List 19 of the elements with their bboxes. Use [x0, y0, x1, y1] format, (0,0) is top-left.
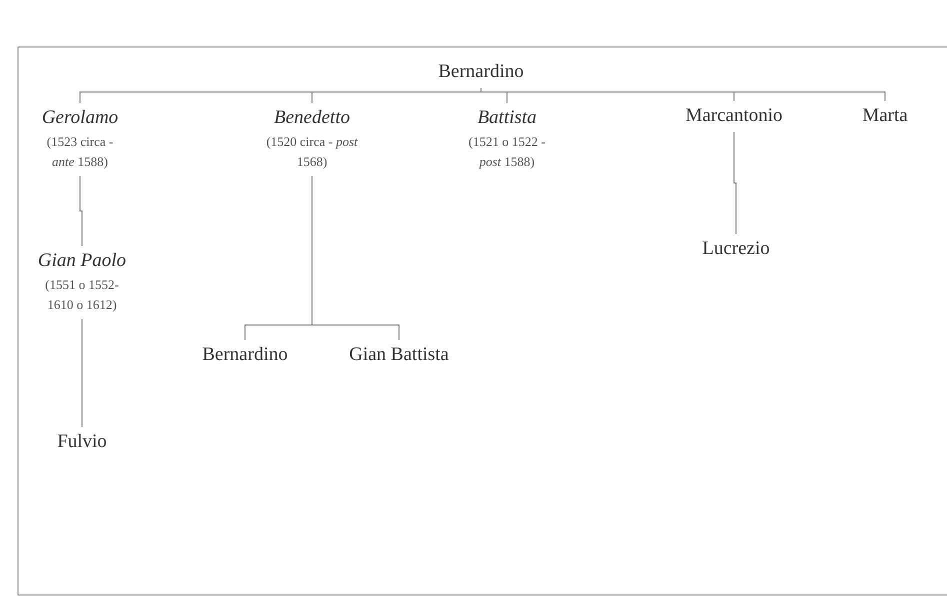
tree-connector — [734, 132, 736, 234]
person-name: Benedetto — [274, 106, 350, 130]
life-dates: (1520 circa - post 1568) — [266, 133, 358, 171]
person-name: Gian Battista — [349, 343, 449, 367]
tree-connector — [80, 176, 82, 246]
person-name: Gerolamo — [42, 106, 118, 130]
person-name: Gian Paolo — [38, 249, 126, 273]
person-name: Battista — [477, 106, 537, 130]
life-dates: (1551 o 1552- 1610 o 1612) — [44, 276, 120, 314]
person-name: Bernardino — [202, 343, 288, 367]
person-name: Fulvio — [57, 430, 107, 454]
life-dates: (1521 o 1522 - post 1588) — [468, 133, 546, 171]
tree-connector — [312, 176, 400, 340]
life-dates: (1523 circa - ante 1588) — [46, 133, 114, 171]
person-name: Bernardino — [438, 60, 524, 84]
person-name: Lucrezio — [702, 237, 770, 261]
person-name: Marta — [862, 104, 908, 128]
person-name: Marcantonio — [685, 104, 783, 128]
tree-connector — [480, 88, 886, 102]
